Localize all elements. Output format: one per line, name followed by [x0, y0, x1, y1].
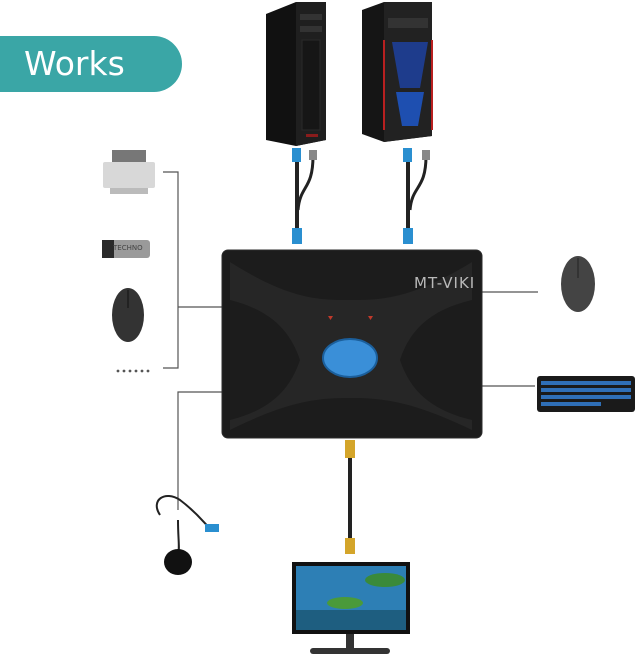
led-pc2: [368, 316, 373, 320]
kvm-switch: [221, 249, 483, 439]
wired-remote-button-icon: [155, 495, 219, 575]
switch-button: [322, 338, 378, 378]
usb-flash-drive-icon: [102, 240, 150, 258]
ellipsis-icon: [116, 369, 150, 373]
gaming-tower-icon: [362, 2, 433, 142]
keyboard-icon: [537, 376, 635, 412]
led-pc1: [328, 316, 333, 320]
mouse-icon-right: [561, 256, 595, 312]
remote-link: [177, 391, 222, 510]
mouse-icon: [112, 288, 144, 342]
printer-icon: [103, 150, 155, 194]
usb-drive-label: TECHNO: [113, 244, 143, 252]
connection-lines: [163, 171, 538, 510]
hdmi-cable: [345, 440, 355, 554]
pc-cables: [292, 148, 430, 244]
left-peripheral-bracket: [163, 171, 179, 369]
works-badge: Works: [0, 36, 182, 92]
monitor-icon: [292, 562, 410, 654]
kvm-brand-label: MT-VIKI: [414, 274, 476, 292]
desktop-tower-icon: [266, 2, 326, 146]
